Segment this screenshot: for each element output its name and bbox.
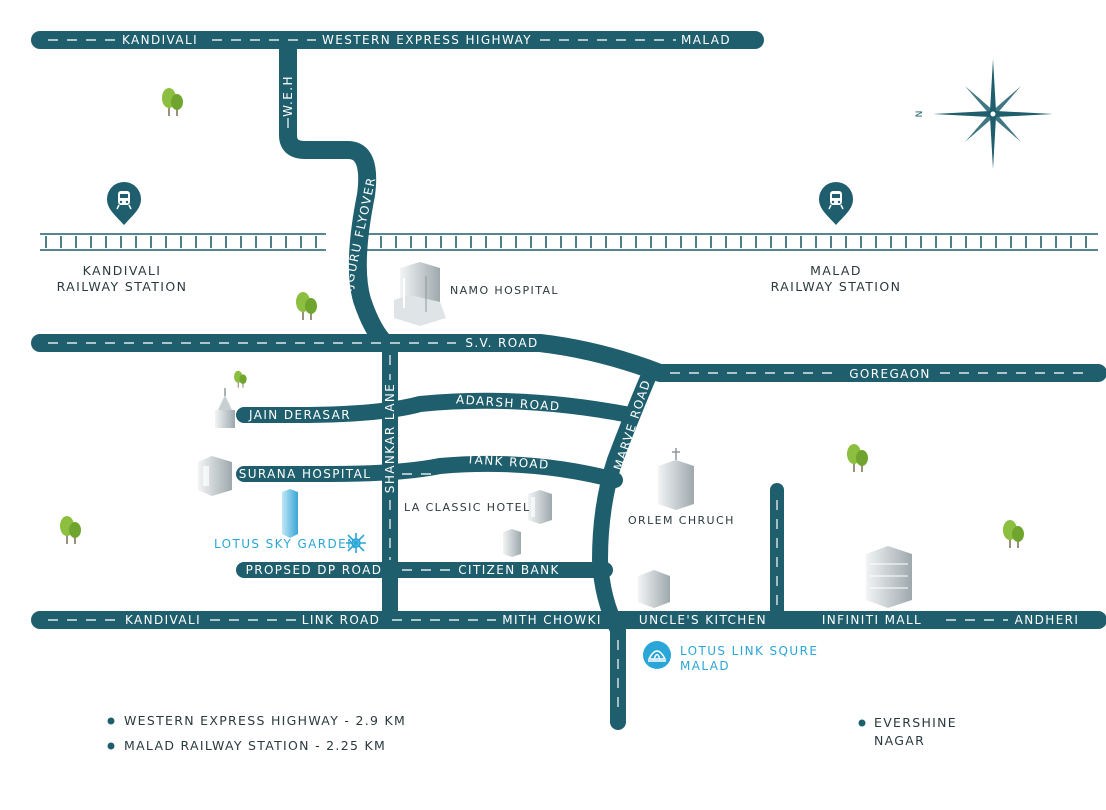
compass-rose-icon xyxy=(933,59,1053,169)
lotus-sky-garden-label: LOTUS SKY GARDEN xyxy=(214,537,358,551)
weh-flyover-road xyxy=(279,31,394,352)
malad-station-label: MALAD xyxy=(810,263,862,278)
legend-item-weh: WESTERN EXPRESS HIGHWAY - 2.9 KM xyxy=(124,713,406,728)
railway-track xyxy=(40,233,1098,251)
orlem-church-building-icon xyxy=(658,448,694,510)
train-station-icon xyxy=(819,182,853,225)
legend: WESTERN EXPRESS HIGHWAY - 2.9 KM MALAD R… xyxy=(107,713,406,753)
jain-temple-icon xyxy=(215,388,235,428)
road-label-tank-road: TANK ROAD xyxy=(465,452,550,472)
surana-hospital-building-icon xyxy=(198,456,232,496)
road-label-kandivali-link: KANDIVALI xyxy=(125,613,201,627)
tree-icon xyxy=(60,516,81,544)
marve-road xyxy=(592,365,658,730)
tree-icon xyxy=(847,444,868,472)
kandivali-station-label-line2: RAILWAY STATION xyxy=(57,279,188,294)
sv-road xyxy=(31,334,1106,382)
road-label-proposed-dp-road: PROPSED DP ROAD xyxy=(246,563,383,577)
tree-icon xyxy=(234,370,247,388)
road-label-malad-top: MALAD xyxy=(681,33,731,47)
road-label-marve-road: MARVE ROAD xyxy=(611,377,654,472)
road-label-western-express-highway: WESTERN EXPRESS HIGHWAY xyxy=(322,33,532,47)
compass-north-label: N xyxy=(915,111,925,118)
trees xyxy=(60,88,1024,548)
la-classic-hotel-label: LA CLASSIC HOTEL xyxy=(404,501,531,514)
railway-sleepers xyxy=(45,236,1087,248)
road-label-goregaon: GOREGAON xyxy=(849,367,931,381)
road-label-andheri: ANDHERI xyxy=(1015,613,1080,627)
train-station-icon xyxy=(107,182,141,225)
road-label-jain-derasar: JAIN DERASAR xyxy=(248,408,351,422)
road-label-citizen-bank: CITIZEN BANK xyxy=(458,563,559,577)
lotus-sky-garden-tower-icon xyxy=(282,489,298,538)
lotus-link-square-label: LOTUS LINK SQURE xyxy=(680,644,818,658)
road-label-uncles-kitchen: UNCLE'S KITCHEN xyxy=(639,613,767,627)
lotus-sky-garden-logo-icon xyxy=(346,533,366,553)
legend-item-malad-station: MALAD RAILWAY STATION - 2.25 KM xyxy=(124,738,386,753)
orlem-church-label: ORLEM CHRUCH xyxy=(628,514,735,527)
kandivali-station-label: KANDIVALI xyxy=(83,263,162,278)
namo-hospital-label: NAMO HOSPITAL xyxy=(450,284,559,297)
road-label-infiniti-mall: INFINITI MALL xyxy=(822,613,922,627)
road-label-link-road: LINK ROAD xyxy=(302,613,381,627)
road-label-shankar-lane: SHANKAR LANE xyxy=(383,383,397,493)
road-label-surana-hospital: SURANA HOSPITAL xyxy=(239,467,372,481)
legend-bullet-icon xyxy=(107,717,115,725)
evershine-nagar-label: EVERSHINE xyxy=(874,715,957,730)
road-label-sv-road: S.V. ROAD xyxy=(465,336,538,350)
tree-icon xyxy=(1003,520,1024,548)
legend-bullet-icon xyxy=(107,742,115,750)
road-label-weh: W.E.H xyxy=(281,75,295,117)
evershine-bullet-icon xyxy=(858,719,866,727)
infiniti-mall-building-icon xyxy=(866,546,912,608)
namo-hospital-building-icon xyxy=(394,262,446,326)
uncles-kitchen-building-icon xyxy=(638,570,670,608)
malad-station-label-line2: RAILWAY STATION xyxy=(771,279,902,294)
tank-road xyxy=(236,455,623,488)
lotus-link-square-logo-icon xyxy=(643,641,671,669)
tree-icon xyxy=(296,292,317,320)
road-markings xyxy=(48,39,1090,715)
lotus-link-square-label-line2: MALAD xyxy=(680,659,730,673)
evershine-nagar-label-line2: NAGAR xyxy=(874,733,925,748)
adarsh-road xyxy=(236,392,638,423)
la-classic-hotel-building-icon xyxy=(528,490,552,524)
citizen-bank-building-icon xyxy=(503,529,521,557)
road-label-mith-chowki: MITH CHOWKI xyxy=(502,613,602,627)
tree-icon xyxy=(162,88,183,116)
road-label-kandivali-top: KANDIVALI xyxy=(122,33,198,47)
